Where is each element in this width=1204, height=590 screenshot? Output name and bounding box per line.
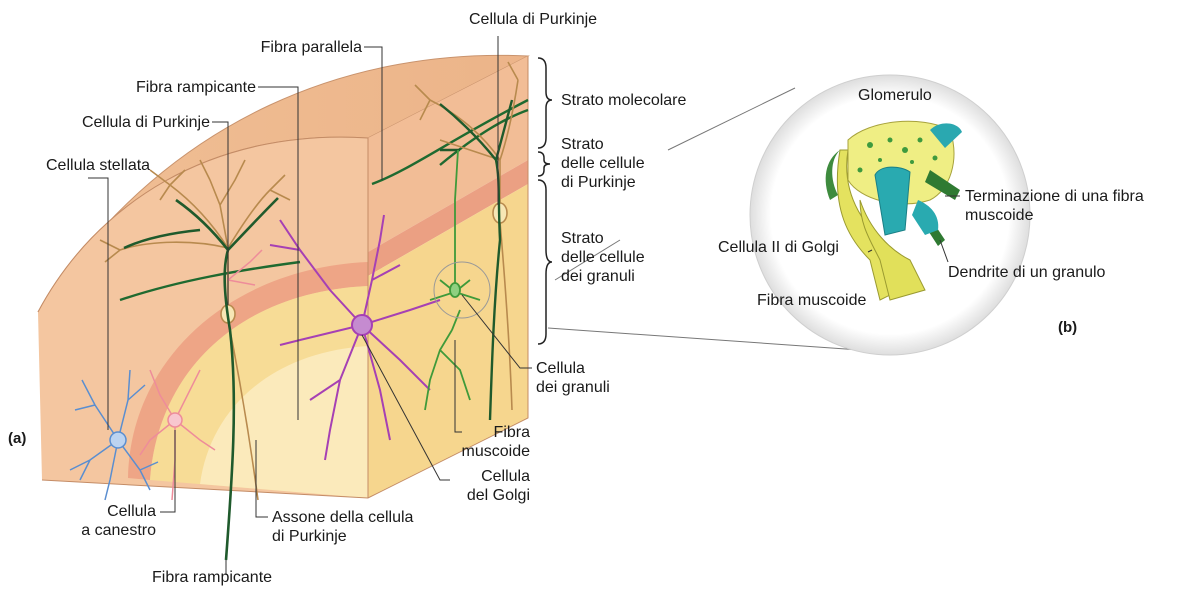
label-dendrite-granulo: Dendrite di un granulo — [948, 263, 1105, 282]
label-fibra-muscoide-b: Fibra muscoide — [757, 291, 866, 310]
label-cellula-canestro: Cellula a canestro — [40, 502, 156, 540]
label-cellula-stellata: Cellula stellata — [46, 156, 150, 175]
label-cellula-golgi: Cellula del Golgi — [440, 467, 530, 505]
label-fibra-parallela: Fibra parallela — [226, 38, 362, 57]
label-purkinje-left: Cellula di Purkinje — [46, 113, 210, 132]
label-fibra-muscoide-a: Fibra muscoide — [440, 423, 530, 461]
panel-a-tag: (a) — [8, 429, 26, 448]
label-purkinje-top: Cellula di Purkinje — [469, 10, 597, 29]
label-fibra-rampicante-top: Fibra rampicante — [108, 78, 256, 97]
panel-b-tag: (b) — [1058, 318, 1077, 337]
label-glomerulo: Glomerulo — [858, 86, 932, 105]
label-cellula-golgi-ii: Cellula II di Golgi — [718, 238, 839, 257]
label-strato-granuli: Strato delle cellule dei granuli — [561, 229, 645, 286]
label-fibra-rampicante-bottom: Fibra rampicante — [152, 568, 272, 587]
label-assone-purkinje: Assone della cellula di Purkinje — [272, 508, 413, 546]
label-cellula-granuli: Cellula dei granuli — [536, 359, 610, 397]
label-terminazione: Terminazione di una fibra muscoide — [965, 187, 1144, 225]
label-strato-purkinje: Strato delle cellule di Purkinje — [561, 135, 645, 192]
label-strato-molecolare: Strato molecolare — [561, 91, 686, 110]
